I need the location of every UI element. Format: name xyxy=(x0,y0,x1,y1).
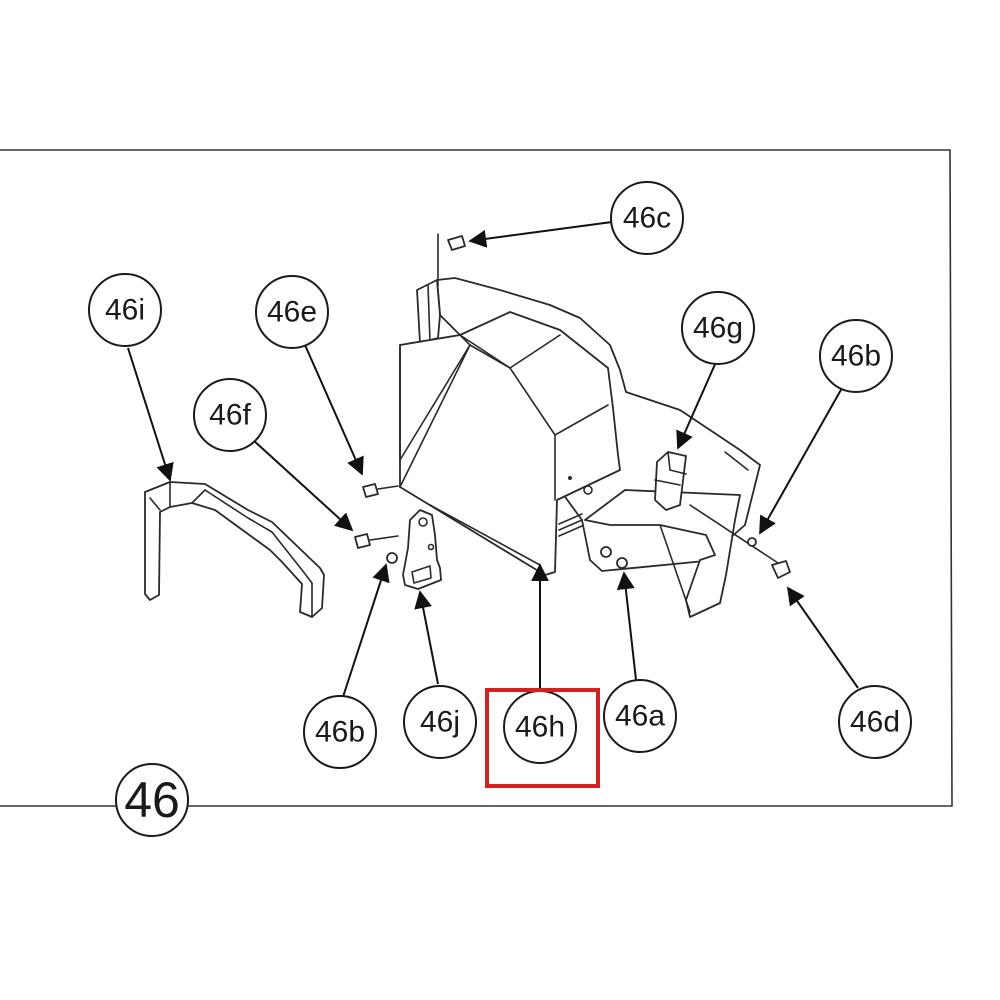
callout-46h: 46h xyxy=(503,690,577,764)
callout-46c: 46c xyxy=(610,181,684,255)
callout-46e-label: 46e xyxy=(267,296,317,329)
callout-46a-label: 46a xyxy=(615,700,665,733)
hardware-parts xyxy=(354,235,791,579)
callout-46h-label: 46h xyxy=(515,711,565,744)
callout-46d: 46d xyxy=(838,685,912,759)
callout-46b-right: 46b xyxy=(819,319,893,393)
callout-46g-label: 46g xyxy=(693,312,743,345)
highlight-box xyxy=(485,688,600,788)
callout-46f-label: 46f xyxy=(209,399,251,432)
assembly-number-label: 46 xyxy=(124,772,180,828)
assembly-frame xyxy=(0,149,953,807)
leader-lines xyxy=(127,221,859,701)
callout-46a: 46a xyxy=(603,679,677,753)
callout-46d-label: 46d xyxy=(850,706,900,739)
callout-46i-label: 46i xyxy=(105,294,145,327)
callout-46b-right-label: 46b xyxy=(831,340,881,373)
callout-46f: 46f xyxy=(193,378,267,452)
callout-46i: 46i xyxy=(88,273,162,347)
callout-46j-label: 46j xyxy=(420,706,460,739)
callout-46b-left-label: 46b xyxy=(315,716,365,749)
handle-part xyxy=(144,481,325,618)
callout-46e: 46e xyxy=(255,275,329,349)
callout-46c-label: 46c xyxy=(623,202,671,235)
callout-46b-left: 46b xyxy=(303,695,377,769)
bracket-part xyxy=(402,509,442,590)
callout-46g: 46g xyxy=(681,291,755,365)
assembly-number: 46 xyxy=(115,763,189,837)
callout-46j: 46j xyxy=(403,685,477,759)
